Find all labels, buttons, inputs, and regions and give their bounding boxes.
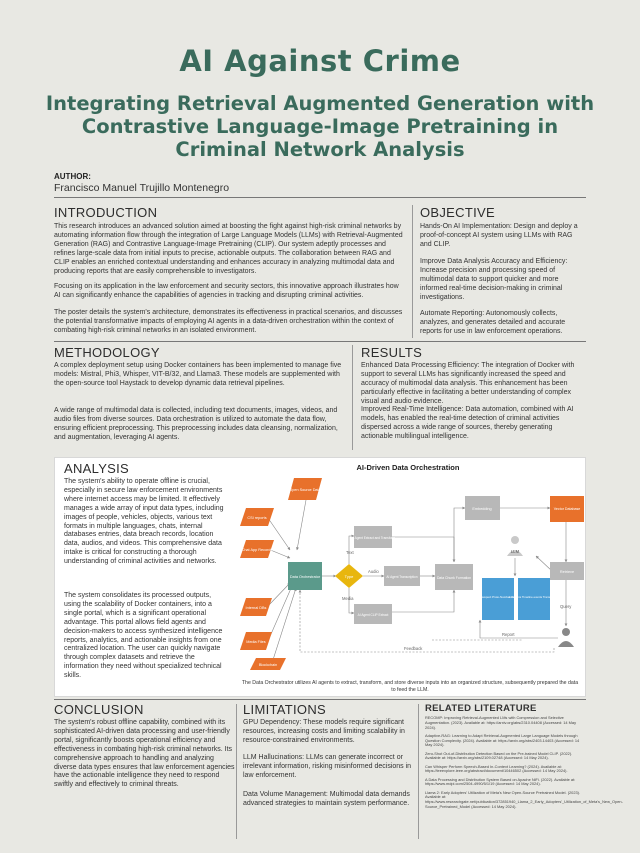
diagram-title: AI-Driven Data Orchestration [357,463,460,472]
type-label: Type [345,574,354,579]
agent-text-box [354,526,392,548]
results-p1: Enhanced Data Processing Efficiency: The… [361,362,575,405]
type-diamond [335,564,363,588]
conclusion-heading: CONCLUSION [54,702,144,717]
limitations-literature-divider [418,704,419,839]
agent-audio-label: AI Agent Transcription [386,575,417,579]
analysis-heading: ANALYSIS [64,461,130,476]
orchestrator-box [288,562,322,590]
objective-heading: OBJECTIVE [420,205,495,220]
results-heading: RESULTS [361,345,423,360]
reference-item: Adaptive-RAG: Learning to Adapt Retrieva… [425,732,580,748]
source-chat: Chat App Records [242,548,273,552]
reference-item: A Data Processing and Distribution Syste… [425,776,576,787]
retrieve-box [550,562,584,580]
limitations-p2: LLM Hallucinations: LLMs can generate in… [243,754,412,779]
objective-p1: Hands-On AI Implementation: Design and d… [420,223,578,248]
introduction-p1: This research introduces an advanced sol… [54,223,403,275]
chunk-label: Data Chunk Formation [437,576,471,580]
intro-objective-divider [412,205,413,338]
vector-db-box [550,496,584,522]
output-box-2 [518,578,550,620]
edge-label-feedback: Feedback [404,646,423,651]
edge-label-media: Media [342,596,354,601]
reference-item: Can Whisper Perform Speech-Based In-Cont… [425,763,568,774]
reference-item: RECOMP: Improving Retrieval-Augmented LM… [425,715,577,730]
author-name: Francisco Manuel Trujillo Montenegro [54,182,230,194]
output-label-1: Potential Suspect Proto-Number Connectio… [469,595,528,599]
embedding-box [465,496,500,520]
methodology-heading: METHODOLOGY [54,345,160,360]
agent-clip-label: AI Agent CLIP Extract [358,613,389,617]
reference-item: Zero-Shot Out-of-Distribution Detection … [425,750,573,761]
analysis-p1: The system's ability to operate offline … [64,478,224,566]
llm-label: LLM [511,549,520,554]
agent-audio-box [384,566,420,586]
diagram-edges [267,499,568,664]
source-open-source: Open Source Data [289,488,321,492]
data-sources: Open Source Data CSI reports Chat App Re… [240,478,322,670]
reference-item: Llama 2: Early Adopters' Utilization of … [425,789,623,809]
literature-heading: RELATED LITERATURE [425,703,537,714]
llm-icon [507,536,523,556]
methodology-p1: A complex deployment setup using Docker … [54,362,342,387]
section-divider-2 [54,699,586,700]
source-media: Media Files [246,640,266,644]
orchestrator-label: Data Orchestrator [290,575,321,579]
conclusion-limitations-divider [236,704,237,839]
orchestration-diagram: AI-Driven Data Orchestration Text Audio … [240,463,584,670]
agent-clip-box [354,604,392,624]
edge-label-text: Text [346,550,355,555]
author-label: AUTHOR: [54,172,91,181]
source-csi: CSI reports [247,516,266,520]
section-divider-1 [54,341,586,342]
limitations-p1: GPU Dependency: These models require sig… [243,719,405,744]
output-box-1 [482,578,514,620]
literature-list: RECOMP: Improving Retrieval-Augmented LM… [425,715,623,813]
edge-label-query: Query [560,604,572,609]
introduction-heading: INTRODUCTION [54,205,158,220]
limitations-heading: LIMITATIONS [243,702,326,717]
edge-label-report: Report [502,632,515,637]
user-icon [558,628,574,647]
analysis-p2: The system consolidates its processed ou… [64,592,223,680]
introduction-p2: Focusing on its application in the law e… [54,283,399,299]
source-internal: Internal DBs [246,606,267,610]
header-divider [54,197,586,198]
method-results-divider [352,345,353,450]
conclusion-p1: The system's robust offline capability, … [54,719,235,789]
methodology-p2: A wide range of multimodal data is colle… [54,407,338,441]
objective-p3: Automate Reporting: Autonomously collect… [420,310,566,335]
poster-title: AI Against Crime [179,44,461,78]
agent-text-label: AI Agent Extract and Transform [351,536,396,540]
source-blockchain: Blockchain [259,663,277,667]
objective-p2: Improve Data Analysis Accuracy and Effic… [420,258,568,301]
poster-subtitle: Integrating Retrieval Augmented Generati… [45,92,595,161]
retrieve-label: Retrieve [560,570,574,574]
output-label-2: Locations Timeline events Transactions [509,595,560,599]
embedding-label: Embedding [472,507,491,511]
chunk-box [435,564,473,590]
introduction-p3: The poster details the system's architec… [54,309,403,334]
limitations-p3: Data Volume Management: Multimodal data … [243,791,410,807]
edge-label-audio: Audio [368,569,379,574]
vector-db-label: Vector Database [554,507,581,511]
results-p2: Improved Real-Time Intelligence: Data au… [361,406,574,440]
diagram-caption-text: The Data Orchestrator utilizes AI agents… [241,680,579,693]
